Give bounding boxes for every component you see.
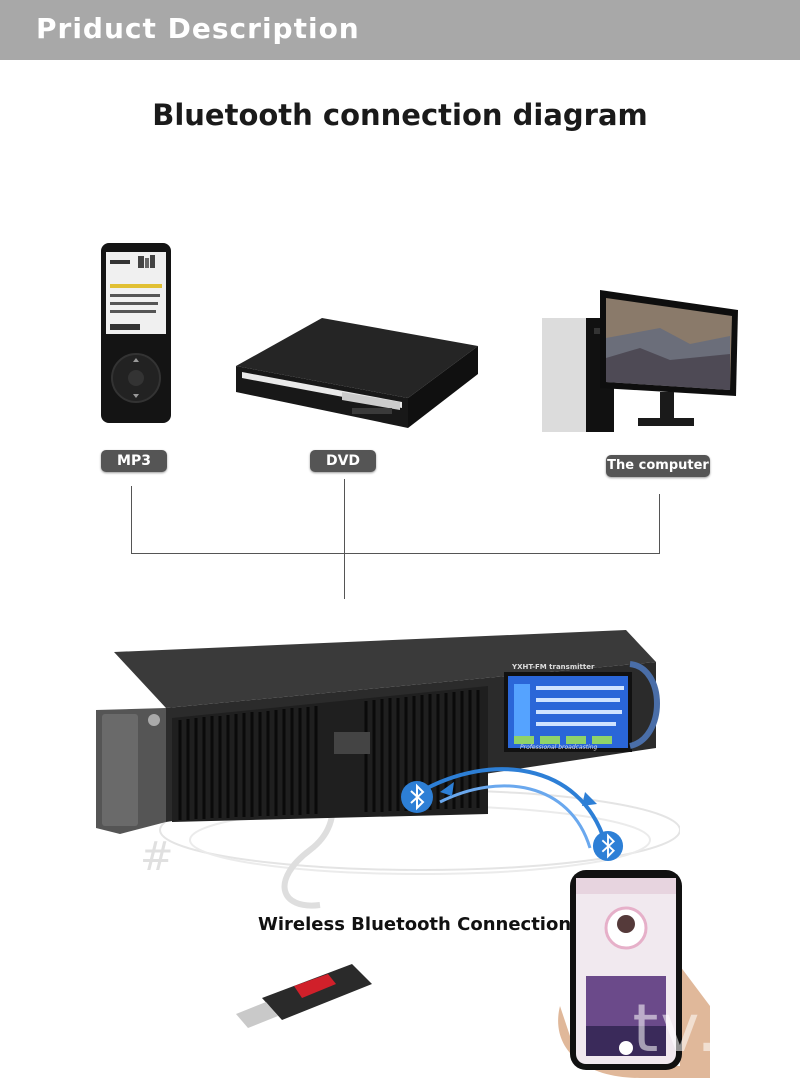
connector-dvd [344, 479, 345, 599]
fm-transmitter-image [96, 630, 660, 834]
header-title: Priduct Description [36, 12, 360, 45]
dvd-player-image [236, 318, 478, 428]
transmitter-screen-title: YXHT-FM transmitter [512, 663, 595, 671]
bluetooth-icon [592, 830, 624, 862]
transmitter-screen-footer: Professional broadcasting [520, 744, 598, 751]
dvd-label: DVD [310, 450, 376, 472]
connection-caption: Wireless Bluetooth Connection [258, 914, 572, 935]
connector-horizontal [131, 553, 660, 554]
diagram-title: Bluetooth connection diagram [152, 98, 648, 132]
bluetooth-icon [401, 781, 433, 813]
usb-stick-image [236, 964, 372, 1028]
computer-label: The computer [606, 455, 710, 477]
mp3-label-text: MP3 [117, 453, 151, 469]
connector-mp3 [131, 486, 132, 554]
smartphone-image [558, 870, 710, 1078]
computer-image [542, 290, 738, 432]
header-bar: Priduct Description [0, 0, 800, 60]
watermark: tv.co [632, 990, 800, 1067]
svg-text:#: # [140, 834, 174, 880]
mp3-player-image [101, 243, 171, 423]
mp3-label: MP3 [101, 450, 167, 472]
bluetooth-arc [419, 767, 607, 849]
dvd-label-text: DVD [325, 453, 361, 469]
connector-computer [659, 494, 660, 554]
computer-label-text: The computer [607, 458, 709, 473]
